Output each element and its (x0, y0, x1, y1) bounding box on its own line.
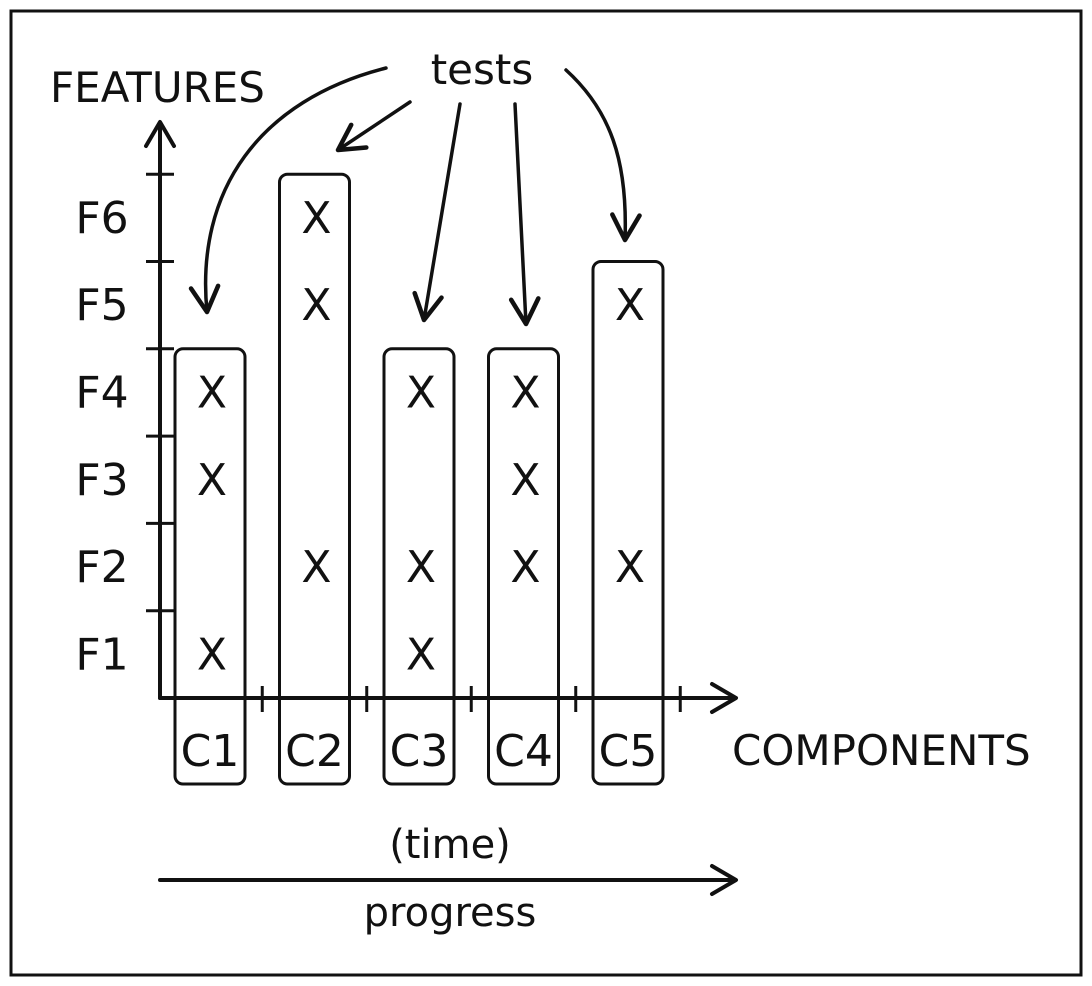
component-box (173, 347, 247, 786)
x-axis-ticks (260, 686, 682, 712)
feature-mark: X (510, 367, 540, 418)
x-axis (158, 682, 738, 714)
feature-mark: X (301, 542, 331, 593)
feature-mark: X (510, 455, 540, 506)
feature-mark: X (197, 367, 227, 418)
test-arrow-c4 (508, 102, 541, 327)
feature-mark: X (615, 280, 645, 331)
component-box (382, 347, 456, 786)
feature-label: F3 (75, 455, 128, 506)
component-label: C4 (494, 726, 553, 777)
feature-mark: X (406, 629, 436, 680)
feature-label: F2 (75, 542, 128, 593)
component-label: C1 (181, 726, 240, 777)
feature-mark: X (301, 193, 331, 244)
feature-mark: X (510, 542, 540, 593)
feature-label: F5 (75, 280, 128, 331)
component-column-c5: C5 X X (591, 260, 665, 786)
component-box (278, 172, 351, 786)
feature-labels: F1 F2 F3 F4 F5 F6 (75, 193, 128, 680)
test-arrow-c3 (412, 102, 462, 323)
feature-mark: X (615, 542, 645, 593)
y-axis (144, 120, 176, 700)
feature-mark: X (197, 629, 227, 680)
feature-mark: X (406, 367, 436, 418)
feature-label: F6 (75, 193, 128, 244)
test-arrows (188, 66, 642, 327)
feature-mark: X (301, 280, 331, 331)
test-arrow-c5 (564, 68, 642, 243)
feature-label: F1 (75, 629, 128, 680)
component-box (487, 347, 560, 786)
x-axis-title: COMPONENTS (732, 726, 1031, 775)
feature-label: F4 (75, 367, 128, 418)
y-axis-ticks (146, 172, 174, 613)
test-arrow-c2 (335, 100, 412, 153)
component-label: C3 (390, 726, 449, 777)
tests-label: tests (431, 45, 534, 94)
progress-arrow (158, 864, 738, 896)
outer-frame (9, 9, 1083, 977)
feature-mark: X (197, 455, 227, 506)
component-label: C5 (599, 726, 658, 777)
time-label: (time) (389, 822, 511, 868)
component-box (591, 260, 665, 786)
y-axis-title: FEATURES (50, 63, 265, 112)
progress-label: progress (364, 890, 537, 936)
test-arrow-c1 (188, 66, 388, 315)
component-label: C2 (285, 726, 344, 777)
feature-mark: X (406, 542, 436, 593)
